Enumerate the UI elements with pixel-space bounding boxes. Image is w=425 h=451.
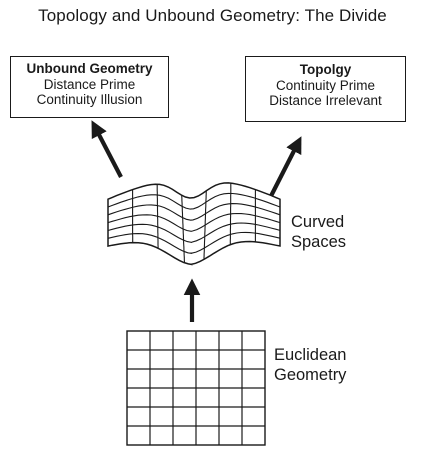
- topology-line-1: Continuity Prime: [275, 78, 376, 93]
- diagram-title: Topology and Unbound Geometry: The Divid…: [38, 6, 387, 25]
- unbound-geometry-line-1: Distance Prime: [43, 77, 136, 92]
- curved-grid-line: [107, 222, 281, 243]
- arrow-curved-to-unbound: [91, 120, 123, 178]
- topology-line-2: Distance Irrelevant: [269, 93, 382, 108]
- topology-heading: Topolgy: [299, 62, 352, 77]
- unbound-geometry-heading: Unbound Geometry: [26, 61, 153, 76]
- curved-grid-line: [107, 203, 281, 221]
- unbound-geometry-box: Unbound Geometry Distance Prime Continui…: [10, 56, 169, 118]
- curved-space-grid-icon: [107, 182, 281, 266]
- topology-box: Topolgy Continuity Prime Distance Irrele…: [245, 56, 406, 122]
- curved-grid-line: [107, 192, 281, 210]
- unbound-geometry-line-2: Continuity Illusion: [36, 92, 143, 107]
- euclidean-geometry-label-line-2: Geometry: [274, 366, 347, 384]
- curved-spaces-label-line-2: Spaces: [291, 233, 347, 251]
- curved-spaces-label: Curved Spaces: [291, 212, 346, 252]
- curved-grid-line: [107, 212, 281, 232]
- arrow-curved-to-topology: [269, 136, 302, 197]
- euclidean-geometry-label-line-1: Euclidean: [274, 346, 347, 364]
- curved-spaces-label-line-1: Curved: [291, 213, 345, 231]
- euclidean-geometry-label: Euclidean Geometry: [274, 345, 346, 385]
- euclidean-grid-icon: [126, 330, 266, 446]
- curved-grid-line: [107, 231, 281, 255]
